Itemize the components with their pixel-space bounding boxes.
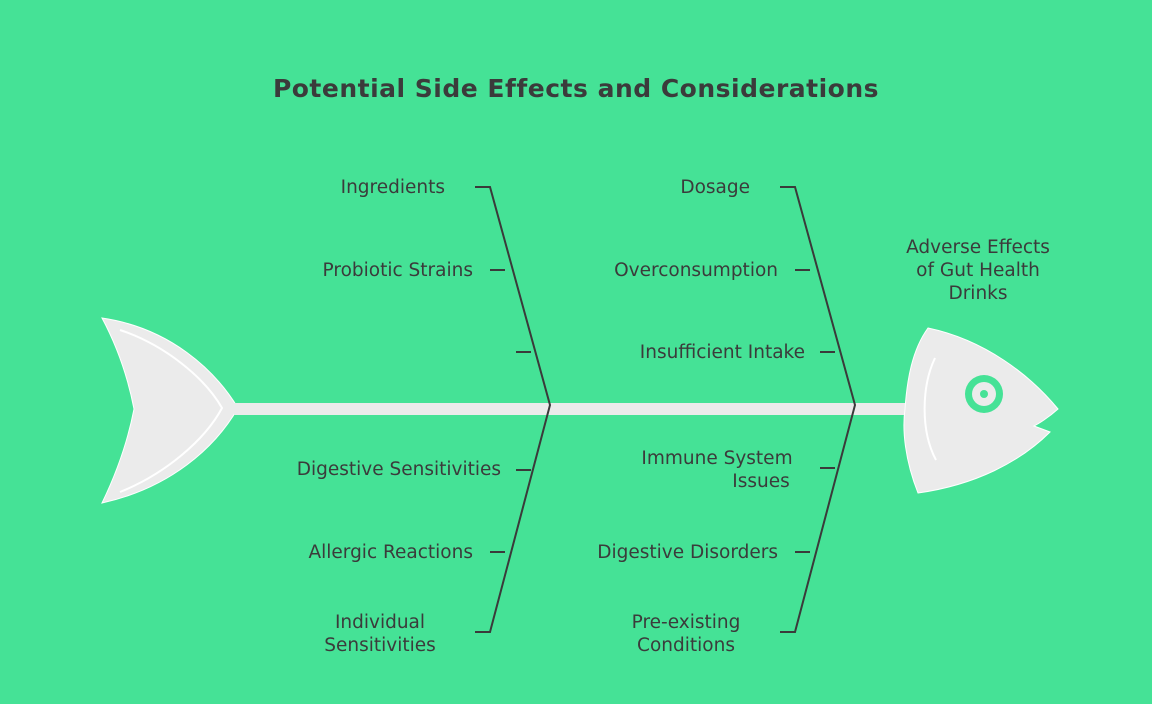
cause-individual-sensitivities: Individual Sensitivities [300, 611, 460, 657]
right-bone [780, 186, 857, 633]
cause-immune-line-1: Immune System [641, 448, 793, 469]
cause-allergic-reactions: Allergic Reactions [308, 542, 473, 563]
cause-ingredients: Ingredients [340, 177, 445, 198]
head-label-line-1: Adverse Effects [906, 237, 1050, 258]
cause-insufficient-intake: Insufficient Intake [639, 342, 805, 363]
left-bone [475, 186, 552, 633]
cause-individual-line-1: Individual [334, 612, 426, 633]
cause-immune-system-issues: Immune System Issues [612, 447, 822, 493]
fish-pupil [980, 390, 988, 398]
cause-digestive-sensitivities: Digestive Sensitivities [296, 459, 501, 480]
fish-spine [234, 403, 914, 415]
cause-pre-existing-line-2: Conditions [637, 635, 735, 656]
diagram-title: Potential Side Effects and Consideration… [272, 74, 880, 103]
cause-immune-line-2: Issues [732, 471, 790, 492]
fish-tail-highlight [119, 329, 224, 493]
cause-dosage: Dosage [680, 177, 750, 198]
fish-tail [101, 317, 239, 504]
fish-gill [923, 357, 937, 461]
cause-overconsumption: Overconsumption [614, 260, 778, 281]
head-label-line-3: Drinks [948, 283, 1008, 304]
cause-probiotic-strains: Probiotic Strains [322, 260, 473, 281]
head-label: Adverse Effects of Gut Health Drinks [880, 236, 1076, 305]
cause-individual-line-2: Sensitivities [324, 635, 436, 656]
cause-digestive-disorders: Digestive Disorders [597, 542, 778, 563]
head-label-line-2: of Gut Health [916, 260, 1040, 281]
cause-pre-existing-line-1: Pre-existing [631, 612, 741, 633]
cause-pre-existing-conditions: Pre-existing Conditions [606, 611, 766, 657]
